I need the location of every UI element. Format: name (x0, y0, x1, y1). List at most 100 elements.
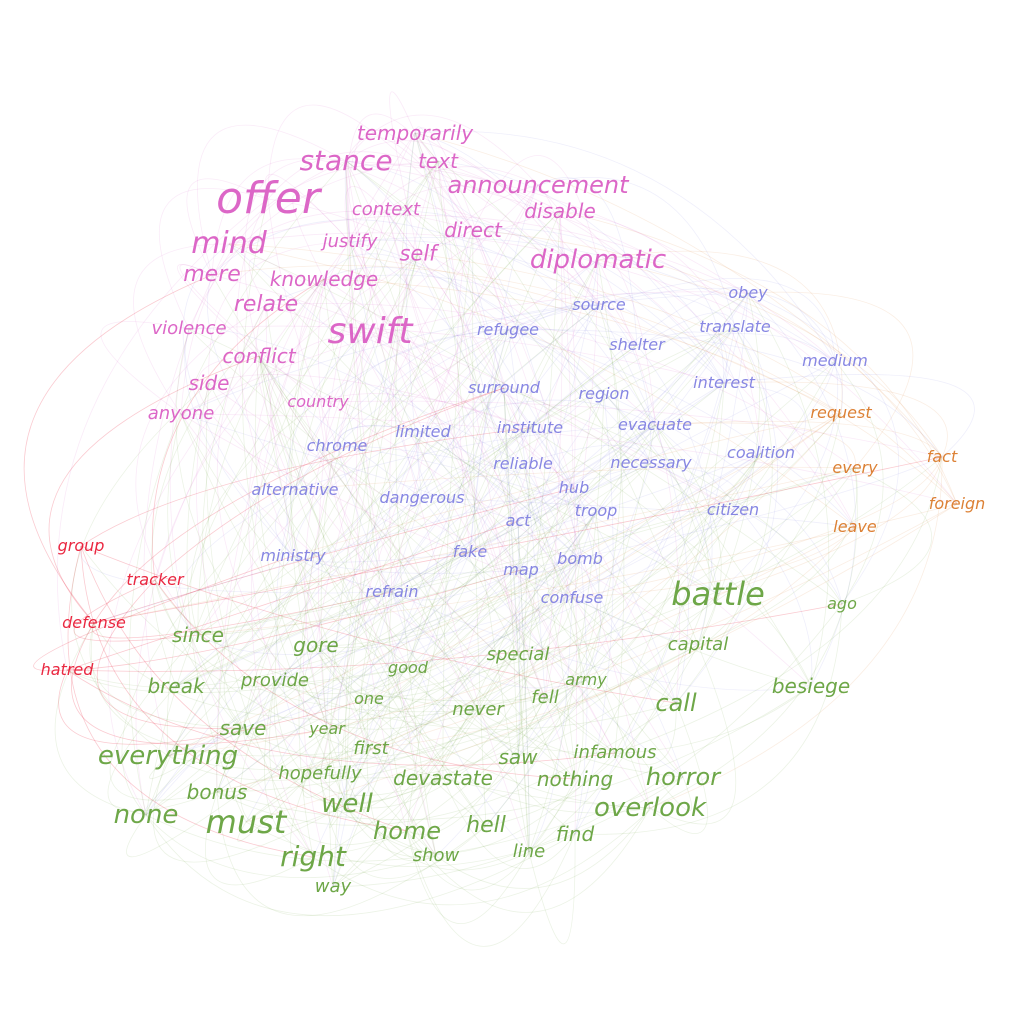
word-node-devastate: devastate (393, 766, 493, 790)
edge-besiege-stance (345, 160, 812, 687)
word-node-stance: stance (299, 144, 393, 177)
edge-since-refugee (197, 329, 509, 636)
edge-good-map (407, 569, 522, 673)
edge-obey-hub (573, 292, 749, 489)
edge-devastate-direct (442, 229, 474, 779)
edge-gore-none (145, 644, 317, 816)
edge-offer-evacuate (267, 198, 656, 426)
edge-hopefully-obey (319, 292, 749, 775)
edge-tracker-nothing (154, 579, 576, 780)
edge-one-show (366, 698, 437, 862)
edge-hell-relate (265, 304, 487, 827)
edge-battle-violence (188, 328, 719, 595)
word-node-necessary: necessary (610, 453, 692, 472)
edge-way-coalition (332, 452, 762, 888)
edge-obey-map (520, 292, 749, 571)
edge-fact-temporarily (414, 132, 943, 458)
edge-temporarily-bonus (216, 132, 416, 793)
word-node-medium: medium (802, 351, 868, 370)
word-node-offer: offer (216, 173, 320, 224)
edge-dangerous-way (332, 497, 423, 888)
edge-year-right (290, 728, 328, 860)
edge-fake-way (332, 551, 471, 888)
edge-source-medium (598, 287, 836, 362)
word-node-conflict: conflict (222, 344, 296, 368)
word-node-group: group (57, 536, 105, 555)
edge-first-coalition (370, 452, 762, 750)
edge-mere-stance (197, 124, 347, 276)
word-node-everything: everything (97, 741, 239, 771)
edge-shelter-country (317, 328, 638, 403)
edge-institute-obey (529, 286, 749, 429)
edge-home-line (406, 830, 530, 925)
word-node-limited: limited (395, 422, 451, 441)
edge-since-every (197, 467, 856, 636)
edge-citizen-interest (723, 382, 806, 511)
edge-context-call (385, 209, 677, 704)
edge-since-every (197, 467, 856, 636)
edge-refugee-leave (507, 329, 856, 528)
edge-refugee-necessary (507, 329, 652, 464)
edge-well-everything (153, 755, 348, 863)
edge-medium-temporarily (414, 131, 836, 362)
edge-self-justify (344, 186, 419, 255)
edge-must-horror (245, 776, 684, 867)
edge-fact-interest (723, 381, 948, 458)
edge-surround-none (145, 387, 505, 816)
word-node-troop: troop (574, 501, 618, 520)
edge-confuse-line (528, 597, 573, 853)
word-node-reliable: reliable (493, 454, 553, 473)
edge-hub-bonus (216, 487, 575, 793)
word-node-provide: provide (241, 670, 309, 691)
edge-hatred-map (66, 569, 522, 671)
word-node-well: well (321, 789, 373, 819)
edge-fake-announcement (469, 184, 539, 553)
edge-save-disable (242, 210, 561, 729)
edge-text-violence (188, 160, 439, 330)
edge-gore-act (315, 520, 519, 646)
edge-year-text (320, 160, 439, 730)
edge-evacuate-stance (345, 160, 656, 426)
edge-way-self (328, 253, 419, 888)
edge-coalition-direct (472, 228, 762, 454)
edge-must-necessary (245, 462, 652, 823)
edge-necessary-act (517, 462, 652, 522)
edge-refugee-knowledge (323, 253, 509, 331)
edge-knowledge-good (318, 278, 409, 669)
edge-justify-offer (264, 173, 351, 243)
edge-swift-act (369, 331, 519, 522)
edge-nothing-home (406, 778, 576, 891)
edge-right-self (298, 253, 419, 858)
edge-well-evacuate (346, 424, 656, 805)
edge-medium-fake (469, 360, 836, 553)
edge-saw-conflict (258, 355, 519, 758)
edge-context-nothing (385, 209, 576, 780)
edge-side-well (196, 382, 348, 805)
edge-mind-obey (228, 215, 749, 294)
word-node-refrain: refrain (365, 582, 419, 601)
word-node-alternative: alternative (251, 480, 339, 499)
edge-none-translate (145, 326, 736, 816)
edge-one-special (368, 654, 519, 710)
word-node-mind: mind (191, 226, 267, 261)
edge-citizen-everything (167, 509, 734, 757)
word-node-one: one (354, 689, 384, 708)
word-node-bomb: bomb (557, 549, 603, 568)
edge-announcement-justify (349, 166, 539, 243)
edge-evacuate-call (654, 424, 689, 704)
edge-leave-confuse (571, 526, 856, 599)
edge-ago-every (841, 467, 933, 605)
edge-alternative-hopefully (275, 489, 321, 775)
edge-act-saw (517, 520, 520, 758)
edge-bomb-mind (228, 243, 581, 560)
edge-defense-refrain (91, 591, 393, 639)
word-node-special: special (486, 644, 550, 665)
edge-never-knowledge (323, 278, 479, 711)
edge-context-shelter (385, 185, 638, 346)
edge-swift-alternative (269, 331, 371, 491)
edge-capital-bonus (216, 644, 699, 793)
edge-find-side (208, 382, 576, 835)
edge-fell-troop (544, 510, 600, 699)
edge-bonus-hub (216, 487, 575, 793)
